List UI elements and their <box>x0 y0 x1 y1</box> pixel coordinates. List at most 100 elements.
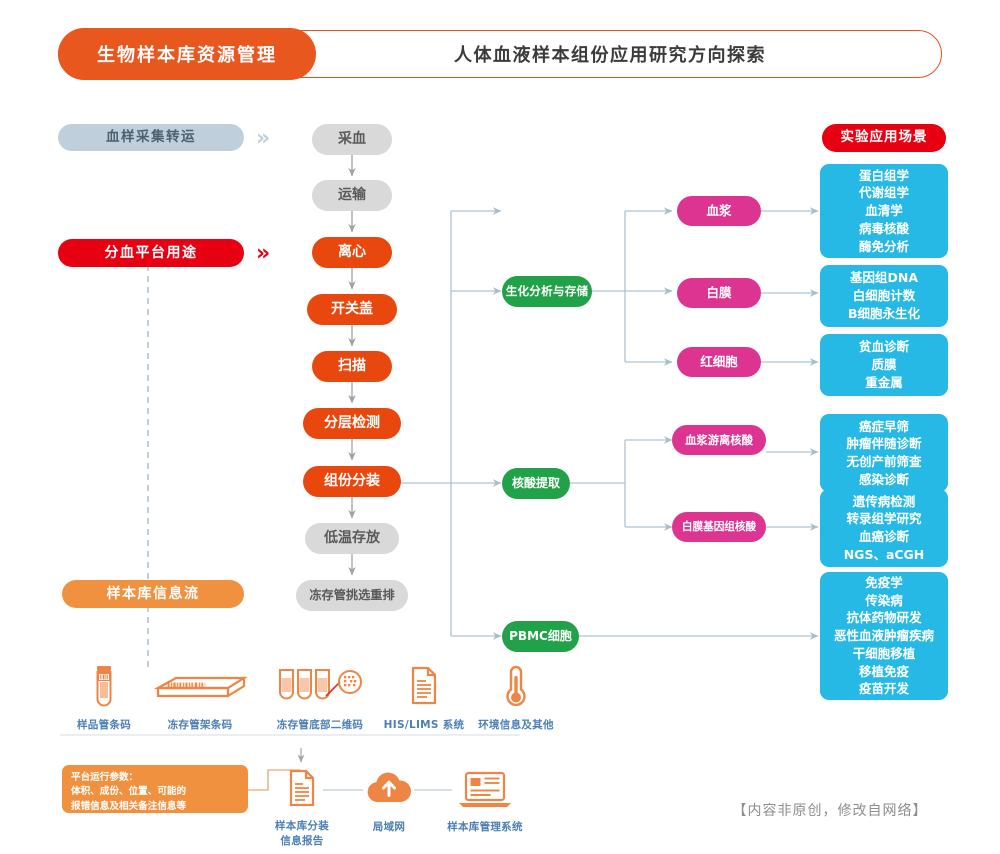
application-line: 免疫学 <box>865 574 903 590</box>
section-label-application: 实验应用场景 <box>822 124 946 152</box>
application-line: B细胞永生化 <box>847 305 921 321</box>
workflow-step-saomiao[interactable]: 扫描 <box>312 351 392 382</box>
bottom-flow-item-lims-system[interactable]: 样本库管理系统 <box>435 768 535 834</box>
param-line-1: 平台运行参数： <box>71 772 139 783</box>
section-label-platform-use: 分血平台用途 <box>58 239 244 267</box>
application-line: 癌症早筛 <box>858 418 909 434</box>
section-label-platform-use-text: 分血平台用途 <box>104 244 198 261</box>
workflow-step-label: 扫描 <box>338 358 366 375</box>
application-line: 传染病 <box>865 592 903 608</box>
info-icon-caption: HIS/LIMS 系统 <box>383 719 465 731</box>
application-box-anemia[interactable]: 贫血诊断 质膜 重金属 <box>820 334 948 396</box>
fraction-label: 血浆 <box>706 202 732 218</box>
bottom-flow-caption-2: 信息报告 <box>280 835 324 848</box>
chevron-collection-icon: » <box>256 126 270 151</box>
section-label-collection-text: 血样采集转运 <box>106 128 196 145</box>
param-line-2: 体积、成份、位置、可能的 <box>71 786 187 798</box>
branch-nucleic-acid-extraction[interactable]: 核酸提取 <box>502 468 570 499</box>
application-line: 抗体药物研发 <box>846 610 922 626</box>
application-line: 转录组学研究 <box>846 511 922 527</box>
application-line: 白细胞计数 <box>852 288 916 304</box>
thermometer-icon <box>506 665 526 707</box>
info-icon-item-sample-tube[interactable]: 样品管条码 <box>62 664 146 732</box>
workflow-step-lixin[interactable]: 离心 <box>312 237 392 268</box>
chevron-platform-icon: » <box>256 241 270 266</box>
cryo-rack-barcode-icon <box>153 676 248 698</box>
application-line: 无创产前筛查 <box>846 454 922 469</box>
section-label-info-flow: 样本库信息流 <box>62 580 244 608</box>
application-line: 重金属 <box>865 374 903 390</box>
application-line: 蛋白组学 <box>858 167 909 183</box>
workflow-step-dongcunguantiaoxuanchongpai[interactable]: 冻存管挑选重排 <box>296 580 408 611</box>
footnote: 【内容非原创，修改自网络】 <box>732 803 928 819</box>
workflow-step-fencengjiance[interactable]: 分层检测 <box>303 408 401 439</box>
workflow-step-label: 运输 <box>338 187 366 204</box>
section-label-application-text: 实验应用场景 <box>840 129 928 146</box>
info-icon-item-cryo-rack[interactable]: 冻存管架条码 <box>140 664 260 732</box>
bottom-flow-item-lan[interactable]: 局域网 <box>350 768 428 834</box>
info-icon-caption: 冻存管架条码 <box>167 719 233 731</box>
info-icon-caption: 环境信息及其他 <box>478 719 554 731</box>
platform-parameters-box: 平台运行参数： 体积、成份、位置、可能的 报错信息及相关备注信息等 <box>62 765 248 813</box>
workflow-step-label: 组份分装 <box>324 473 380 490</box>
fraction-buffy-coat-genomic-na[interactable]: 白膜基因组核酸 <box>672 512 766 542</box>
application-line: 代谢组学 <box>858 185 909 201</box>
application-box-genomic-dna[interactable]: 基因组DNA 白细胞计数 B细胞永生化 <box>820 265 948 327</box>
branch-pbmc-cells[interactable]: PBMC细胞 <box>502 621 579 652</box>
workflow-step-kaiguangai[interactable]: 开关盖 <box>307 294 397 325</box>
document-icon <box>411 666 437 705</box>
application-line: 移植免疫 <box>858 663 909 679</box>
workflow-step-yunshu[interactable]: 运输 <box>312 180 392 211</box>
page-title-label: 人体血液样本组份应用研究方向探索 <box>454 45 766 66</box>
application-line: 感染诊断 <box>858 471 909 487</box>
fraction-label: 白膜 <box>706 284 732 300</box>
workflow-step-label: 低温存放 <box>324 530 380 547</box>
fraction-cell-free-dna[interactable]: 血浆游离核酸 <box>672 425 766 455</box>
fraction-label: 白膜基因组核酸 <box>681 520 757 533</box>
fraction-plasma[interactable]: 血浆 <box>677 196 761 226</box>
section-label-collection: 血样采集转运 <box>58 124 244 151</box>
application-line: 质膜 <box>871 357 897 373</box>
report-document-icon <box>289 769 315 807</box>
workflow-step-label: 离心 <box>338 244 366 261</box>
application-line: 肿瘤伴随诊断 <box>846 436 922 452</box>
info-icon-item-his-lims[interactable]: HIS/LIMS 系统 <box>381 664 467 732</box>
bottom-flow-caption: 样本库管理系统 <box>447 821 523 833</box>
application-line: NGS、aCGH <box>843 546 925 562</box>
header-pill: 生物样本库资源管理 <box>58 28 316 80</box>
info-icon-item-environment[interactable]: 环境信息及其他 <box>470 664 562 732</box>
info-icon-item-cryo-tube-dm[interactable]: 冻存管底部二维码 <box>266 664 374 732</box>
header-pill-label: 生物样本库资源管理 <box>97 45 277 66</box>
info-icon-caption: 样品管条码 <box>77 719 131 731</box>
application-line: 疫苗开发 <box>858 681 909 697</box>
application-line: 基因组DNA <box>849 270 918 286</box>
bottom-flow-caption: 局域网 <box>372 821 406 833</box>
bottom-flow-caption: 样本库分装 <box>275 820 329 832</box>
workflow-step-label: 分层检测 <box>324 415 380 432</box>
branch-biochemical-analysis[interactable]: 生化分析与存储 <box>502 276 592 307</box>
workflow-step-diwencunfang[interactable]: 低温存放 <box>305 523 399 554</box>
bottom-flow-item-report[interactable]: 样本库分装 信息报告 <box>262 768 342 848</box>
application-box-immunology[interactable]: 免疫学 传染病 抗体药物研发 恶性血液肿瘤疾病 干细胞移植 移植免疫 疫苗开发 <box>820 572 948 700</box>
cloud-upload-icon <box>367 772 411 802</box>
application-line: 干细胞移植 <box>852 645 916 661</box>
branch-label: 生化分析与存储 <box>505 283 589 298</box>
application-box-genetic-disease[interactable]: 遗传病检测 转录组学研究 血癌诊断 NGS、aCGH <box>820 489 948 567</box>
workflow-step-label: 采血 <box>338 131 366 148</box>
fraction-red-blood-cell[interactable]: 红细胞 <box>677 347 761 377</box>
fraction-buffy-coat[interactable]: 白膜 <box>677 278 761 308</box>
application-line: 恶性血液肿瘤疾病 <box>833 628 934 644</box>
workflow-step-zufenfenzhuang[interactable]: 组份分装 <box>303 466 401 497</box>
sample-tube-barcode-icon <box>96 666 112 707</box>
application-box-cancer-screening[interactable]: 癌症早筛 肿瘤伴随诊断 无创产前筛查 感染诊断 <box>820 414 948 492</box>
workflow-step-caixue[interactable]: 采血 <box>312 124 392 155</box>
application-line: 血清学 <box>865 203 903 219</box>
workflow-step-label: 冻存管挑选重排 <box>309 588 395 603</box>
workflow-step-label: 开关盖 <box>331 301 373 318</box>
application-box-proteomics[interactable]: 蛋白组学 代谢组学 血清学 病毒核酸 酶免分析 <box>820 164 948 258</box>
cryo-tube-datamatrix-icon <box>279 669 362 700</box>
application-line: 酶免分析 <box>858 238 909 254</box>
fraction-label: 红细胞 <box>700 353 738 369</box>
section-label-info-flow-text: 样本库信息流 <box>106 585 200 602</box>
